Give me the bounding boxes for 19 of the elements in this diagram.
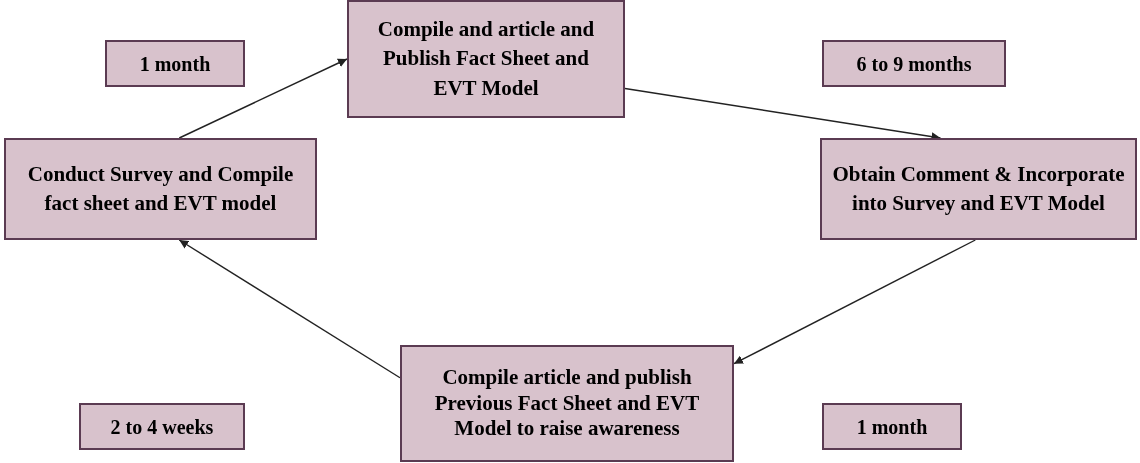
process-box: [820, 138, 1137, 240]
duration-box: [822, 403, 962, 450]
duration-label: 2 to 4 weeks: [110, 414, 214, 440]
process-label: Obtain Comment & Incorporate into Survey and EVT Model: [832, 160, 1125, 217]
process-box: [400, 345, 734, 462]
process-box: [347, 0, 625, 118]
duration-label: 1 month: [139, 51, 211, 77]
duration-box: [79, 403, 245, 450]
duration-box: [822, 40, 1006, 87]
arrow: [178, 58, 348, 139]
arrow: [178, 239, 401, 379]
process-box: [4, 138, 317, 240]
duration-box: [105, 40, 245, 87]
duration-label: 1 month: [856, 414, 928, 440]
arrow: [733, 239, 977, 365]
process-label: Compile and article and Publish Fact Sheet and EVT Model: [376, 15, 596, 102]
duration-label: 6 to 9 months: [856, 51, 972, 77]
process-label: Conduct Survey and Compile fact sheet and EVT model: [26, 160, 295, 217]
process-label: Compile article and publish Previous Fact Sheet and EVT Model to raise awareness: [433, 365, 701, 442]
